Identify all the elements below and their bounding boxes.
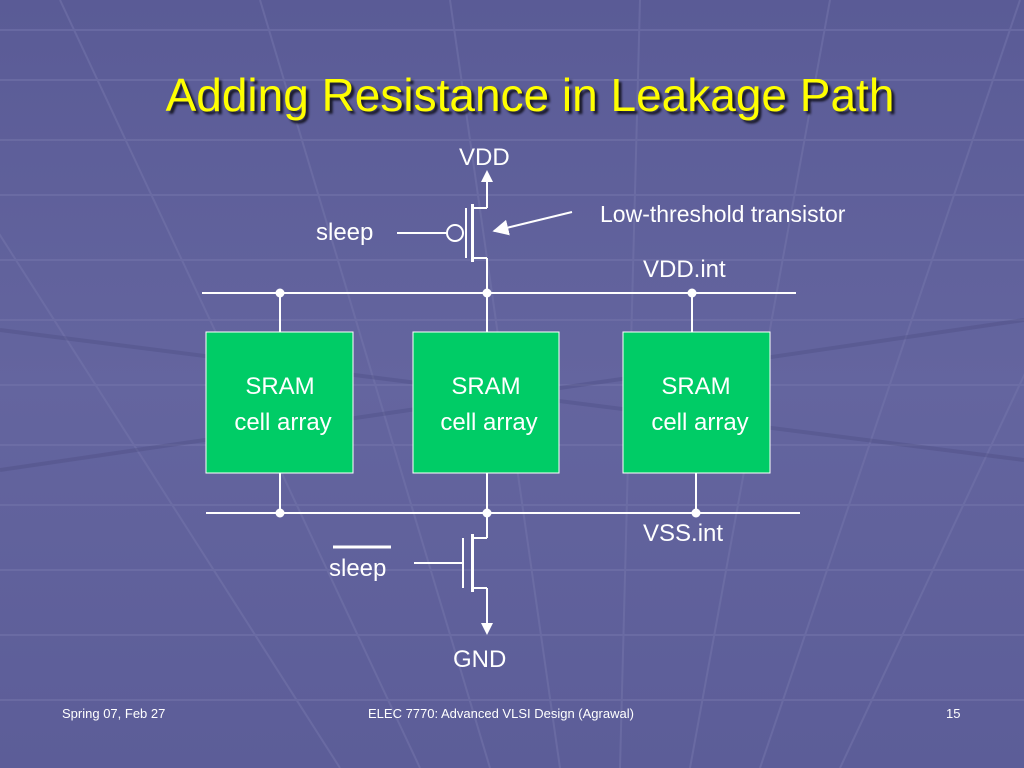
- vss-int-label: VSS.int: [643, 520, 723, 547]
- gnd-label: GND: [453, 646, 506, 673]
- sram-block-3-line2: cell array: [651, 409, 748, 436]
- sram-block-2-line1: SRAM: [451, 373, 520, 400]
- sleep-top-label: sleep: [316, 219, 373, 246]
- slide-title: Adding Resistance in Leakage Path: [165, 69, 895, 121]
- vss-int-node-1: [275, 508, 285, 518]
- footer-page-number: 15: [946, 706, 961, 721]
- sram-block-1-line2: cell array: [234, 409, 331, 436]
- sram-block-1-line1: SRAM: [245, 373, 314, 400]
- low-threshold-pointer: [492, 211, 573, 236]
- sram-block-1: [205, 331, 354, 474]
- vdd-label: VDD: [459, 144, 510, 171]
- sram-block-3: [622, 331, 771, 474]
- vss-int-node-3: [691, 508, 701, 518]
- sram-block-3-line1: SRAM: [661, 373, 730, 400]
- footer-channel: [471, 534, 474, 592]
- footer-date: Spring 07, Feb 27: [62, 706, 166, 721]
- vdd-int-label: VDD.int: [643, 256, 726, 283]
- low-threshold-label: Low-threshold transistor: [600, 201, 846, 227]
- nmos-footer-transistor: [414, 513, 488, 625]
- footer-course: ELEC 7770: Advanced VLSI Design (Agrawal…: [368, 706, 634, 721]
- vdd-arrow: [481, 170, 493, 182]
- sleep-bottom-label: sleep: [329, 555, 386, 582]
- sram-block-2: [412, 331, 560, 474]
- header-channel: [471, 204, 474, 262]
- gnd-arrow: [481, 623, 493, 635]
- sram-block-2-line2: cell array: [440, 409, 537, 436]
